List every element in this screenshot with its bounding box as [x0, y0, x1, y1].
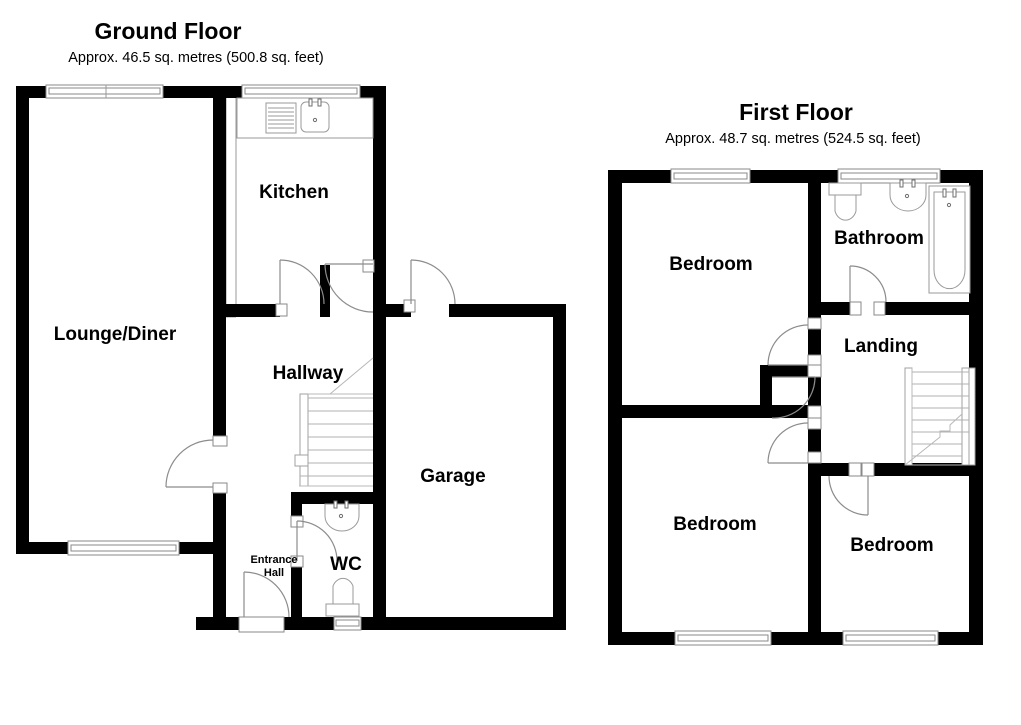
window-lounge-bottom — [67, 540, 180, 556]
room-label-hallway: Hallway — [273, 363, 344, 384]
first-floor-windows — [670, 168, 941, 646]
first-floor-labels: Bedroom Bathroom Landing Bedroom Bedroom — [669, 228, 933, 556]
lounge-door — [165, 435, 228, 494]
room-label-bedroom-2: Bedroom — [673, 514, 756, 535]
wc-toilet-icon — [325, 577, 360, 617]
room-label-garage: Garage — [420, 466, 485, 487]
ground-floor-title: Ground Floor — [95, 18, 242, 44]
ground-floor-group: Ground Floor Approx. 46.5 sq. metres (50… — [16, 18, 566, 646]
room-label-entrance-hall-line2: Hall — [264, 567, 284, 579]
window-bedroom2 — [674, 630, 772, 646]
room-label-bathroom: Bathroom — [834, 228, 924, 249]
room-label-bedroom-3: Bedroom — [850, 535, 933, 556]
first-floor-walls — [608, 170, 983, 645]
hallway-door — [324, 259, 375, 313]
bathroom-fixtures — [828, 179, 971, 294]
garage-door — [403, 259, 456, 313]
first-floor-doors — [767, 265, 887, 516]
bedroom3-door — [828, 462, 875, 516]
staircase-down — [904, 367, 976, 466]
kitchen-hob-icon — [265, 102, 297, 134]
ground-floor-walls — [16, 86, 566, 630]
bathroom-door — [849, 265, 887, 316]
kitchen-door — [275, 259, 325, 317]
front-door — [238, 571, 290, 633]
wc-door — [290, 515, 338, 568]
first-floor-group: First Floor Approx. 48.7 sq. metres (524… — [608, 99, 983, 646]
bathroom-toilet-icon — [828, 182, 862, 221]
wc-fixtures — [324, 500, 360, 617]
bathroom-bath-icon — [928, 185, 971, 294]
cupboard-door — [771, 364, 822, 419]
window-kitchen — [241, 84, 361, 99]
kitchen-fixtures — [236, 97, 374, 139]
room-label-lounge-diner: Lounge/Diner — [54, 324, 177, 345]
ground-floor-subtitle: Approx. 46.5 sq. metres (500.8 sq. feet) — [68, 50, 324, 66]
staircase-up — [294, 357, 374, 487]
first-floor-subtitle: Approx. 48.7 sq. metres (524.5 sq. feet) — [665, 131, 921, 147]
bedroom2-door — [767, 417, 822, 464]
bathroom-basin-icon — [889, 179, 927, 212]
window-wc — [333, 616, 362, 631]
wc-basin-icon — [324, 500, 360, 532]
room-label-entrance-hall-line1: Entrance — [250, 554, 297, 566]
window-bedroom1 — [670, 168, 751, 184]
room-label-kitchen: Kitchen — [259, 182, 329, 203]
room-label-bedroom-1: Bedroom — [669, 254, 752, 275]
room-label-wc: WC — [330, 554, 362, 575]
first-floor-title: First Floor — [739, 99, 853, 125]
window-bathroom — [837, 168, 941, 184]
room-label-landing: Landing — [844, 336, 918, 357]
window-bedroom3 — [842, 630, 939, 646]
window-lounge-top — [45, 84, 164, 99]
stair-treads — [300, 397, 373, 477]
kitchen-sink-icon — [300, 98, 330, 133]
ground-floor-windows — [45, 84, 362, 631]
ground-floor-labels: Lounge/Diner Kitchen Hallway Garage WC E… — [54, 182, 486, 579]
ground-floor-doors — [165, 259, 456, 633]
